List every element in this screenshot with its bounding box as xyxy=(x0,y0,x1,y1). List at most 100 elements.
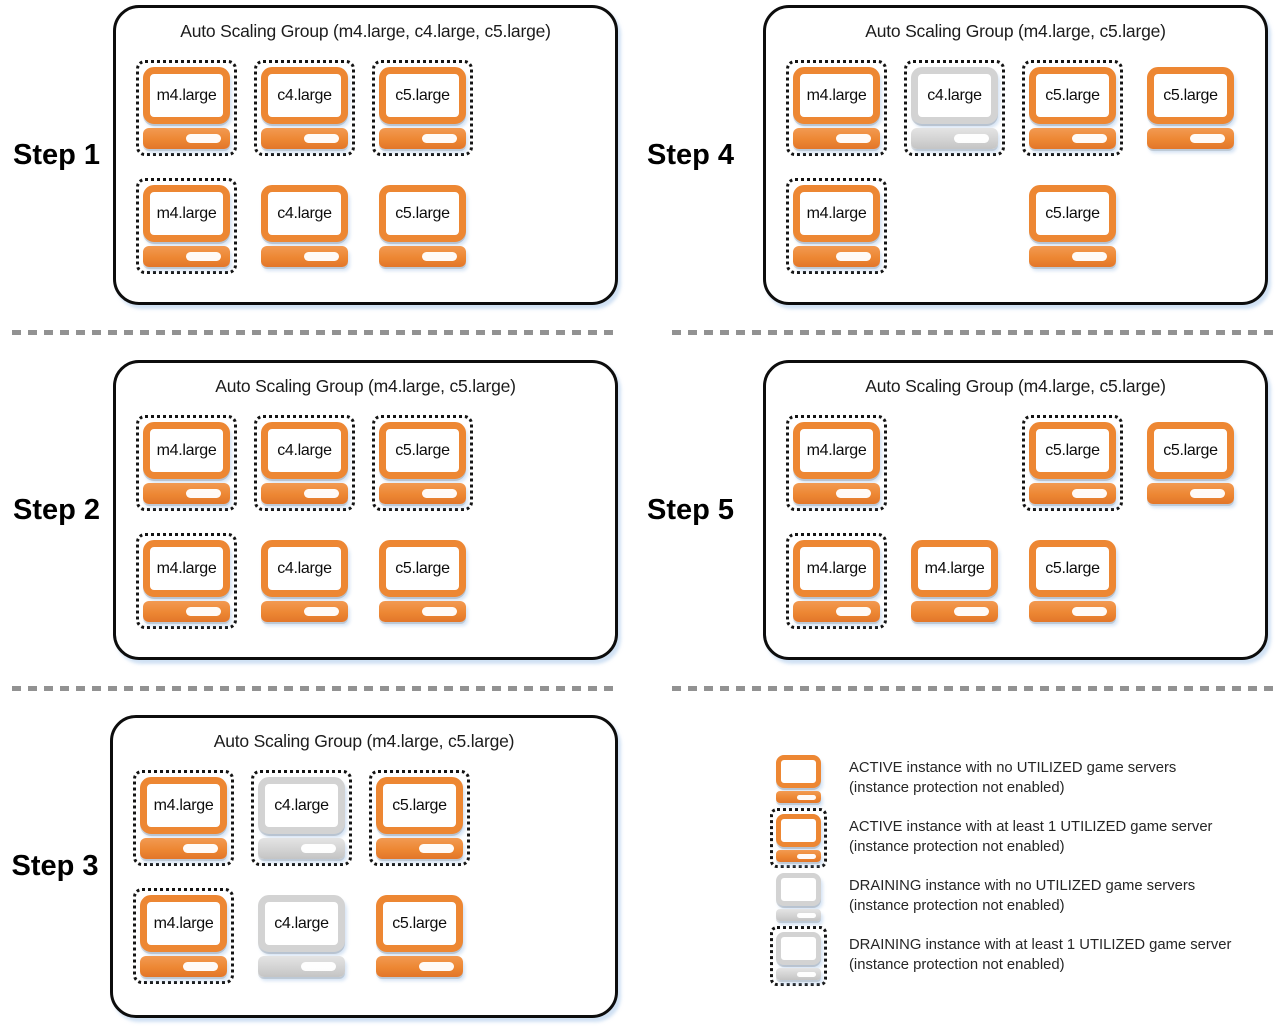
instance-screen: c5.large xyxy=(379,67,466,124)
legend-entry-text: ACTIVE instance with no UTILIZED game se… xyxy=(849,759,1176,798)
step-3-panel: Auto Scaling Group (m4.large, c5.large) … xyxy=(110,715,618,1018)
step-2-label: Step 2 xyxy=(12,493,101,526)
instance-screen xyxy=(776,873,821,906)
instance-type-label: c5.large xyxy=(1045,204,1100,222)
instance-type-label: m4.large xyxy=(156,204,217,222)
ec2-instance-icon-active-utilized: m4.large xyxy=(786,60,887,156)
legend-line1: ACTIVE instance with at least 1 UTILIZED… xyxy=(849,819,1213,836)
keyboard-pill xyxy=(1072,489,1107,498)
instance-keyboard xyxy=(379,601,466,622)
instance-type-label: m4.large xyxy=(153,796,214,814)
keyboard-pill xyxy=(1072,252,1107,261)
instance-keyboard xyxy=(1147,128,1234,149)
instance-keyboard xyxy=(793,128,880,149)
keyboard-pill xyxy=(836,134,871,143)
instance-screen: c4.large xyxy=(911,67,998,124)
instance-screen: m4.large xyxy=(793,422,880,479)
instance-screen: m4.large xyxy=(793,67,880,124)
instance-screen: c5.large xyxy=(1147,422,1234,479)
keyboard-pill xyxy=(797,853,816,859)
legend-line2: (instance protection not enabled) xyxy=(849,839,1065,855)
instance-screen: c5.large xyxy=(379,422,466,479)
keyboard-pill xyxy=(836,252,871,261)
ec2-instance-icon-active xyxy=(770,749,827,809)
keyboard-pill xyxy=(797,971,816,977)
keyboard-pill xyxy=(1072,607,1107,616)
keyboard-pill xyxy=(1072,134,1107,143)
step-3-label: Step 3 xyxy=(11,850,99,882)
instance-screen: m4.large xyxy=(143,422,230,479)
step-5-panel: Auto Scaling Group (m4.large, c5.large) … xyxy=(763,360,1268,660)
keyboard-pill xyxy=(1190,134,1225,143)
ec2-instance-icon-active: c5.large xyxy=(369,888,470,984)
instance-keyboard xyxy=(261,601,348,622)
instance-type-label: c5.large xyxy=(395,441,450,459)
instance-type-label: m4.large xyxy=(156,441,217,459)
instance-type-label: c5.large xyxy=(1045,559,1100,577)
instance-keyboard xyxy=(143,246,230,267)
instance-type-label: m4.large xyxy=(806,559,867,577)
keyboard-pill xyxy=(183,844,218,853)
instance-type-label: c5.large xyxy=(395,204,450,222)
ec2-instance-icon-active-utilized: m4.large xyxy=(133,770,234,866)
instance-screen: c4.large xyxy=(261,422,348,479)
instance-screen: c4.large xyxy=(258,895,345,952)
keyboard-pill xyxy=(186,607,221,616)
instance-screen: m4.large xyxy=(911,540,998,597)
instance-keyboard xyxy=(261,483,348,504)
legend-line1: DRAINING instance with no UTILIZED game … xyxy=(849,878,1196,895)
instance-screen: c5.large xyxy=(1029,540,1116,597)
step-3-asg-title: Auto Scaling Group (m4.large, c5.large) xyxy=(213,731,515,751)
instance-type-label: m4.large xyxy=(806,441,867,459)
instance-type-label: c4.large xyxy=(927,86,982,104)
step-1-asg-title: Auto Scaling Group (m4.large, c4.large, … xyxy=(180,21,551,41)
keyboard-pill xyxy=(304,252,339,261)
keyboard-pill xyxy=(954,607,989,616)
instance-keyboard xyxy=(258,956,345,977)
instance-type-label: c5.large xyxy=(392,796,447,814)
instance-keyboard xyxy=(140,838,227,859)
instance-screen: c5.large xyxy=(1147,67,1234,124)
instance-keyboard xyxy=(261,128,348,149)
instance-screen: m4.large xyxy=(143,185,230,242)
instance-keyboard xyxy=(140,956,227,977)
instance-keyboard xyxy=(143,483,230,504)
instance-screen xyxy=(776,932,821,965)
instance-screen: c4.large xyxy=(261,540,348,597)
instance-type-label: m4.large xyxy=(153,914,214,932)
ec2-instance-icon-active-utilized: c4.large xyxy=(254,415,355,511)
ec2-instance-icon-active-utilized: m4.large xyxy=(136,60,237,156)
instance-type-label: c5.large xyxy=(395,559,450,577)
instance-type-label: m4.large xyxy=(156,559,217,577)
ec2-instance-icon-active: c5.large xyxy=(1140,415,1241,511)
ec2-instance-icon-active-utilized: m4.large xyxy=(786,415,887,511)
instance-keyboard xyxy=(776,968,821,980)
ec2-instance-icon-active-utilized: c4.large xyxy=(254,60,355,156)
step-1-label: Step 1 xyxy=(12,138,101,171)
ec2-instance-icon-active: m4.large xyxy=(904,533,1005,629)
legend-line2: (instance protection not enabled) xyxy=(849,898,1065,914)
ec2-instance-icon-draining-utilized: c4.large xyxy=(251,770,352,866)
instance-type-label: m4.large xyxy=(806,86,867,104)
keyboard-pill xyxy=(186,489,221,498)
instance-type-label: c5.large xyxy=(392,914,447,932)
legend-line2: (instance protection not enabled) xyxy=(849,780,1065,796)
ec2-instance-icon-active-utilized: m4.large xyxy=(786,533,887,629)
ec2-instance-icon-active: c5.large xyxy=(372,533,473,629)
step-5-label: Step 5 xyxy=(646,493,735,526)
instance-keyboard xyxy=(379,483,466,504)
keyboard-pill xyxy=(422,252,457,261)
ec2-instance-icon-draining-utilized xyxy=(770,926,827,986)
instance-keyboard xyxy=(258,838,345,859)
divider-left-2 xyxy=(12,686,620,691)
ec2-instance-icon-draining-utilized: c4.large xyxy=(904,60,1005,156)
instance-keyboard xyxy=(793,601,880,622)
instance-screen: c5.large xyxy=(1029,67,1116,124)
instance-type-label: m4.large xyxy=(924,559,985,577)
instance-type-label: c5.large xyxy=(1045,441,1100,459)
instance-keyboard xyxy=(143,601,230,622)
legend-entry-3: DRAINING instance with no UTILIZED game … xyxy=(770,873,1280,921)
ec2-instance-icon-draining: c4.large xyxy=(251,888,352,984)
keyboard-pill xyxy=(954,134,989,143)
divider-left-1 xyxy=(12,330,620,335)
